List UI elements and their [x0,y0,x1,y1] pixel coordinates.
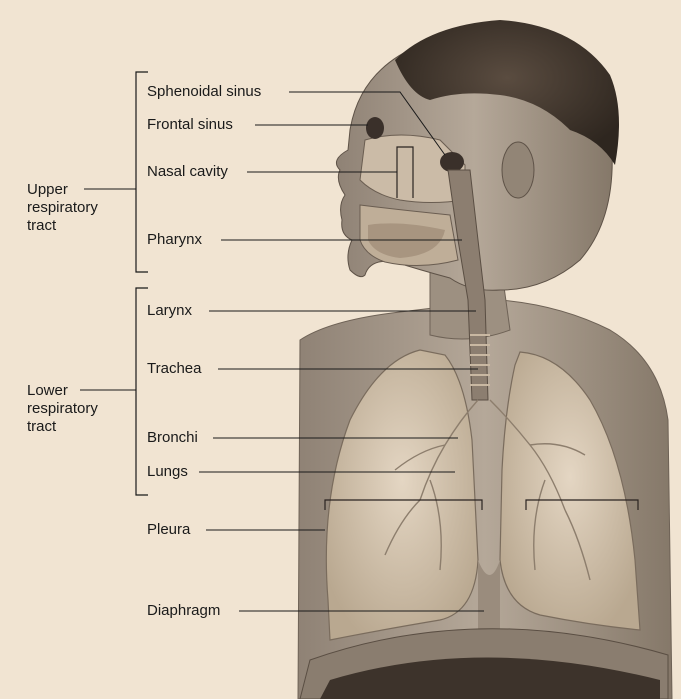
pharynx-label: Pharynx [147,231,202,248]
lungs-label: Lungs [147,463,188,480]
sphenoidal-sinus-label: Sphenoidal sinus [147,83,261,100]
frontal-sinus-label: Frontal sinus [147,116,233,133]
larynx-label: Larynx [147,302,192,319]
upper-respiratory-tract-label: Upper respiratory tract [27,181,98,235]
lower-respiratory-tract-label: Lower respiratory tract [27,382,98,436]
pleura-label: Pleura [147,521,190,538]
nasal-cavity-label: Nasal cavity [147,163,228,180]
diaphragm-label: Diaphragm [147,602,220,619]
ear [502,142,534,198]
frontal-sinus-shape [366,117,384,139]
sphenoidal-sinus-shape [440,152,464,172]
bronchi-label: Bronchi [147,429,198,446]
trachea-label: Trachea [147,360,201,377]
